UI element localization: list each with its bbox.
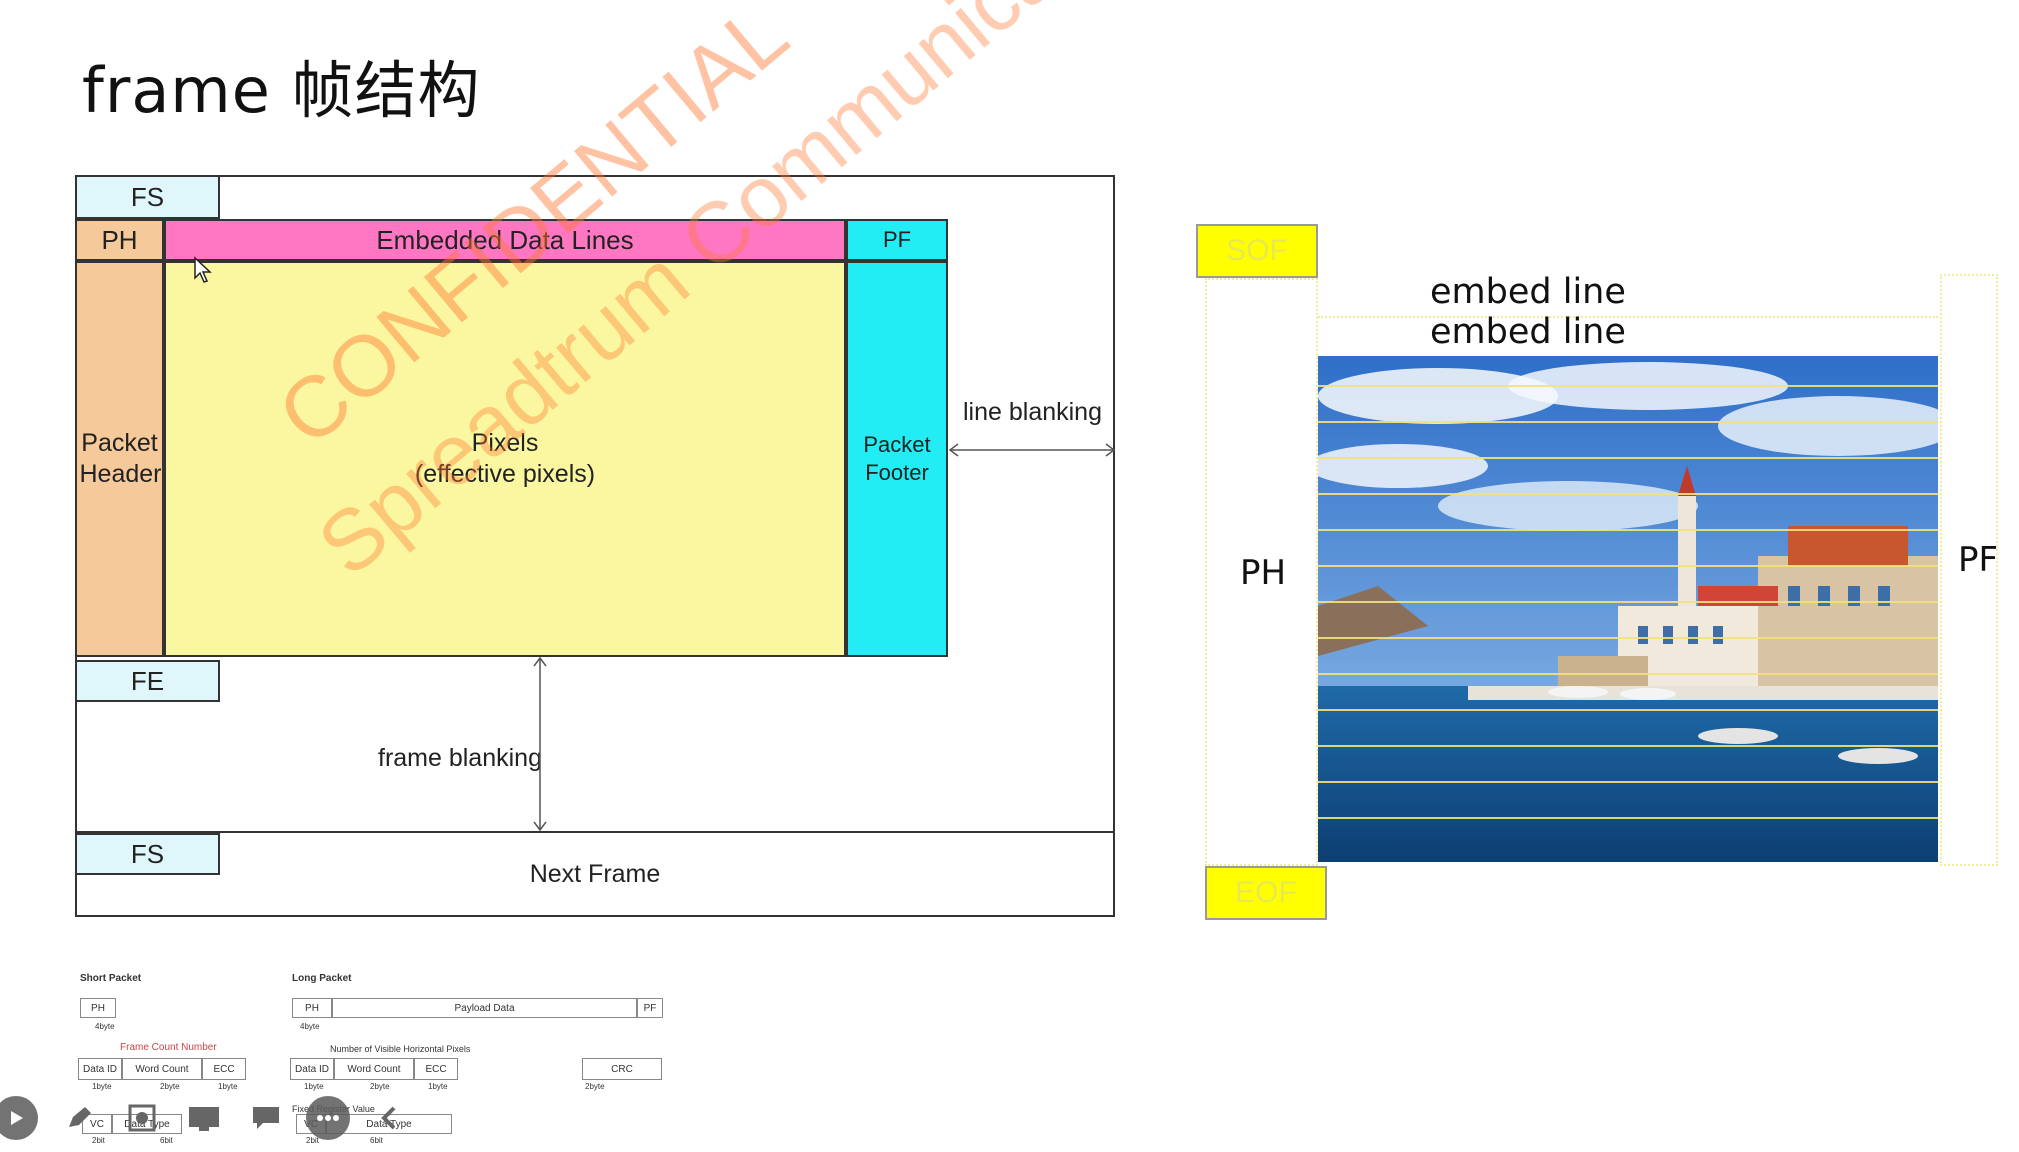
next-frame-label: Next Frame (529, 859, 661, 888)
long-ph-size: 4byte (300, 1022, 320, 1031)
more-icon[interactable] (306, 1096, 350, 1140)
pen-icon[interactable] (58, 1096, 102, 1140)
packet-header-label: Packet Header (79, 429, 162, 488)
ph-top-box: PH (75, 219, 164, 261)
pf-side-label: PF (1958, 540, 1999, 580)
packet-footer-label-1: Packet (863, 432, 931, 457)
long-pf-box: PF (637, 998, 663, 1018)
line-blanking-label: line blanking (963, 397, 1102, 426)
embed-line-1-region (1318, 274, 1938, 318)
camera-icon[interactable] (120, 1096, 164, 1140)
sof-box: SOF (1196, 224, 1318, 278)
embedded-data-lines: Embedded Data Lines (164, 219, 846, 261)
packet-footer-column: Packet Footer (846, 261, 948, 657)
frame-count-label: Frame Count Number (120, 1042, 217, 1053)
ph-region (1205, 278, 1318, 866)
long-vc-size: 2bit (306, 1136, 319, 1145)
long-data-type-size: 6bit (370, 1136, 383, 1145)
ph-side-label: PH (1240, 553, 1287, 593)
long-ecc-size: 1byte (428, 1082, 448, 1091)
pixels-area: Pixels (effective pixels) (164, 261, 846, 657)
long-word-count-size: 2byte (370, 1082, 390, 1091)
presentation-toolbar (0, 1088, 430, 1152)
effective-pixels-label: (effective pixels) (414, 460, 596, 488)
harbor-photo (1318, 356, 1938, 862)
pf-region (1940, 274, 1998, 866)
pf-top-box: PF (846, 219, 948, 261)
line-blanking-arrow (948, 443, 1116, 457)
frame-blanking-label: frame blanking (378, 743, 542, 772)
short-data-id: Data ID (78, 1058, 122, 1080)
pixels-label: Pixels (471, 429, 539, 457)
page-title: frame 帧结构 (82, 54, 481, 127)
long-word-count: Word Count (334, 1058, 414, 1080)
chat-icon[interactable] (244, 1096, 288, 1140)
fs-top-box: FS (75, 175, 220, 219)
packet-footer-label-2: Footer (865, 460, 929, 485)
eof-box: EOF (1205, 866, 1327, 920)
next-frame-divider (75, 831, 1115, 833)
short-packet-title: Short Packet (80, 973, 142, 984)
cursor-icon (194, 256, 212, 283)
short-ecc-size: 1byte (218, 1082, 238, 1091)
packet-header-column: Packet Header (75, 261, 164, 657)
short-word-count: Word Count (122, 1058, 202, 1080)
long-data-id: Data ID (290, 1058, 334, 1080)
crc-box: CRC (582, 1058, 662, 1080)
back-icon[interactable] (368, 1096, 412, 1140)
payload-box: Payload Data (332, 998, 637, 1018)
long-data-id-size: 1byte (304, 1082, 324, 1091)
short-word-count-size: 2byte (160, 1082, 180, 1091)
short-vc-size: 2bit (92, 1136, 105, 1145)
long-ecc: ECC (414, 1058, 458, 1080)
short-ph-box: PH (80, 998, 116, 1018)
fe-box: FE (75, 660, 220, 702)
short-ecc: ECC (202, 1058, 246, 1080)
short-vc-box: VC (82, 1114, 112, 1134)
embed-line-1: embed line (1430, 272, 1626, 312)
long-ph-box: PH (292, 998, 332, 1018)
screen-icon[interactable] (182, 1096, 226, 1140)
long-packet-title: Long Packet (292, 973, 352, 984)
short-data-type-size: 6bit (160, 1136, 173, 1145)
short-ph-size: 4byte (95, 1022, 115, 1031)
visible-pixels-label: Number of Visible Horizontal Pixels (330, 1044, 471, 1054)
crc-size: 2byte (585, 1082, 605, 1091)
play-icon[interactable] (0, 1096, 38, 1140)
fs-next-box: FS (75, 833, 220, 875)
frame-blanking-arrow (533, 656, 547, 832)
embed-line-2: embed line (1430, 312, 1626, 352)
short-data-id-size: 1byte (92, 1082, 112, 1091)
embed-line-2-region (1318, 318, 1938, 358)
